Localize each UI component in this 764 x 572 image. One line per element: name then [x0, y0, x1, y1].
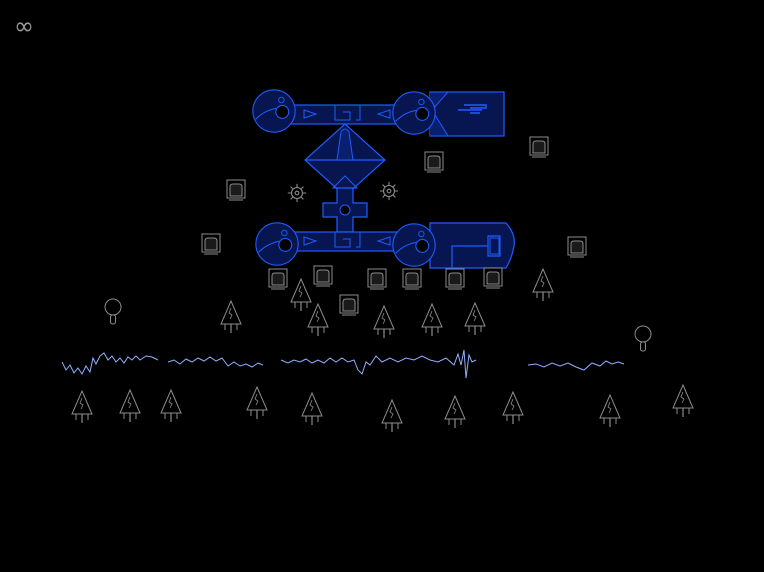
pine-tree-icon — [160, 389, 182, 423]
pine-tree-icon — [421, 303, 443, 337]
supply-crate-icon[interactable] — [424, 151, 444, 173]
supply-crate-icon[interactable] — [268, 268, 288, 290]
pine-tree-icon — [532, 268, 554, 302]
supply-crate-icon[interactable] — [367, 268, 387, 290]
pine-tree-icon — [246, 386, 268, 420]
pine-tree-icon — [290, 278, 312, 312]
upper-left-wheel — [252, 89, 296, 133]
supply-crate-icon[interactable] — [339, 294, 359, 316]
pine-tree-icon — [502, 391, 524, 425]
supply-crate-icon[interactable] — [201, 233, 221, 255]
pine-tree-icon — [220, 300, 242, 334]
signal-bulb-icon[interactable] — [104, 298, 122, 325]
pine-tree-icon — [464, 302, 486, 336]
signal-bulb-icon[interactable] — [634, 325, 652, 352]
pine-tree-icon — [119, 389, 141, 423]
lower-tree-row — [71, 384, 694, 433]
upper-right-wheel — [392, 91, 436, 135]
blue-fortress-structure — [252, 89, 515, 269]
supply-crate-icon[interactable] — [402, 268, 422, 290]
supply-crate-icon[interactable] — [226, 179, 246, 201]
supply-crate-icon[interactable] — [445, 268, 465, 290]
pine-tree-icon — [71, 390, 93, 424]
pine-tree-icon — [301, 392, 323, 426]
pine-tree-icon — [373, 305, 395, 339]
lower-right-wheel — [392, 223, 436, 267]
supply-crate-icon[interactable] — [567, 236, 587, 258]
pine-tree-icon — [444, 395, 466, 429]
pine-tree-icon — [307, 303, 329, 337]
energy-waveform — [61, 349, 625, 379]
pine-tree-icon — [599, 394, 621, 428]
pine-tree-icon — [672, 384, 694, 418]
supply-crate-icon[interactable] — [313, 265, 333, 287]
gear-icon — [287, 183, 307, 203]
supply-crate-icon[interactable] — [483, 267, 503, 289]
lower-left-wheel — [255, 222, 299, 266]
pine-tree-icon — [381, 399, 403, 433]
supply-crates — [201, 136, 587, 316]
gear-icon — [379, 181, 399, 201]
supply-crate-icon[interactable] — [529, 136, 549, 158]
